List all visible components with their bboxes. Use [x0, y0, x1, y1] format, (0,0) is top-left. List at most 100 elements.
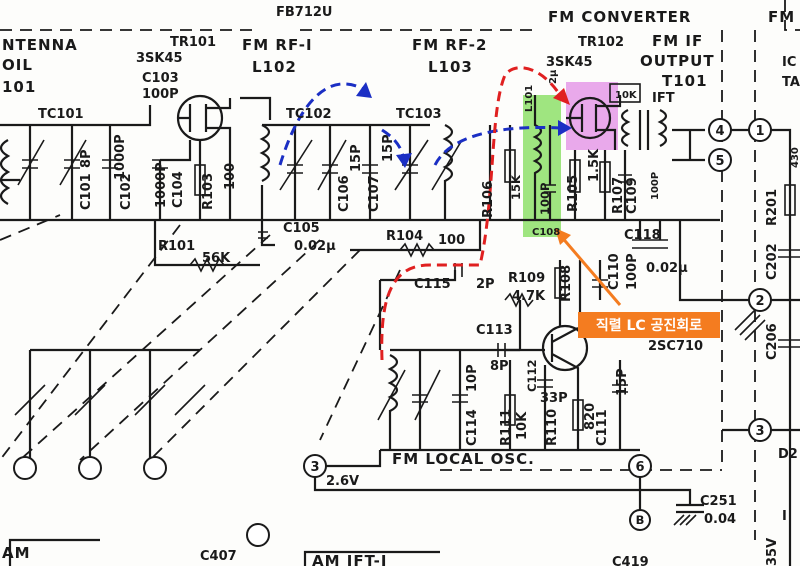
ift-primary — [620, 109, 631, 147]
c106-value: 15P — [349, 144, 364, 172]
antenna-label-1: NTENNA — [2, 36, 78, 54]
tc102-label: TC102 — [286, 107, 332, 122]
r106-label: R106 — [481, 181, 496, 218]
terminal-1-leads — [731, 128, 792, 200]
l103-label: L103 — [428, 58, 473, 76]
tc101-label: TC101 — [38, 107, 84, 122]
r105-label: R105 — [566, 175, 581, 212]
r111-label: R111 — [499, 409, 514, 446]
terminal-1-num: 1 — [755, 124, 764, 139]
c101-label: C101 — [79, 173, 94, 210]
terminal-b — [629, 509, 651, 531]
c107-value: 15P — [381, 134, 396, 162]
c202-label: C202 — [765, 243, 780, 280]
osc-caps — [412, 394, 468, 403]
fm-if-label-1: FM IF — [652, 32, 703, 50]
r101-value: 56K — [202, 251, 231, 266]
fm-rf1-label: FM RF-I — [242, 36, 313, 54]
r108-resistor — [554, 267, 566, 299]
c103-label: C103 — [142, 71, 179, 86]
tr102-label: TR102 — [578, 35, 624, 50]
c105-value: 0.02μ — [294, 239, 336, 254]
tr101-leads — [178, 98, 232, 220]
r107-label: R107 — [611, 177, 626, 214]
terminal-3-left-num: 3 — [310, 460, 319, 475]
c104-cap — [152, 159, 168, 169]
top-rail-left — [0, 105, 152, 127]
r106-resistor — [504, 149, 516, 183]
l101-value: 2μ — [548, 69, 559, 84]
bias-resistors — [189, 242, 435, 273]
blue-arrowhead-2 — [396, 153, 412, 168]
c251-value: 0.04 — [704, 512, 736, 527]
am-label: AM — [2, 544, 31, 562]
antenna-label-3: 101 — [2, 78, 36, 96]
gang-terminal-3 — [143, 456, 167, 480]
right-i-label: I — [782, 509, 787, 524]
gang-terminal-1 — [13, 456, 37, 480]
antenna-label-2: OIL — [2, 56, 33, 74]
ift-secondary — [657, 109, 668, 147]
trimmer-arrows-left — [17, 139, 87, 186]
c118-label: C118 — [624, 228, 661, 243]
r108-label: R108 — [559, 265, 574, 302]
rf1-input-caps — [22, 159, 118, 169]
tr101-gate-lead — [158, 140, 192, 220]
c251-ground — [673, 514, 697, 526]
annotation-box — [578, 312, 720, 338]
c109-cap — [618, 174, 632, 183]
osc-trimmer-arrows — [377, 369, 441, 421]
fm-rf2-label: FM RF-2 — [412, 36, 487, 54]
r111-resistor — [504, 394, 516, 426]
r109-resistor — [504, 292, 534, 308]
c115-label: C115 — [414, 277, 451, 292]
l102-coil — [259, 124, 271, 182]
r103-label: R103 — [201, 173, 216, 210]
r105-resistor — [569, 159, 581, 193]
rf1-input-verticals — [28, 125, 112, 220]
osc-tank — [388, 348, 520, 450]
ift-res-value: 10K — [615, 90, 638, 101]
right-35v-label: 35V — [765, 538, 780, 566]
lower-gang-arrows — [14, 384, 206, 416]
l102-top-lead — [240, 96, 272, 120]
r103-value: 100 — [223, 163, 238, 190]
c118-leads — [638, 220, 749, 302]
am-box — [8, 538, 100, 566]
c112-c111-caps — [537, 379, 628, 393]
c114-label: C114 — [465, 409, 480, 446]
fm-if-label-2: OUTPUT — [640, 52, 715, 70]
tc103-label: TC103 — [396, 107, 442, 122]
c104-label: C104 — [171, 171, 186, 208]
terminal-4-num: 4 — [715, 124, 724, 139]
c105-lead — [260, 220, 275, 247]
r111-value: 10K — [515, 411, 530, 440]
right-fm-label: FM — [768, 8, 795, 26]
c110-label: C110 — [607, 253, 622, 290]
terminal-2-num: 2 — [755, 294, 764, 309]
blue-arrow-3 — [433, 126, 561, 166]
ift-resistor — [609, 83, 641, 103]
terminal-5-num: 5 — [715, 154, 724, 169]
rf1-tank-caps — [287, 164, 378, 174]
r109-value: 4.7K — [512, 289, 546, 304]
r201-label: R201 — [765, 189, 780, 226]
c118-value: 0.02μ — [646, 261, 688, 276]
r103-resistor — [194, 164, 206, 196]
c111-value: 15P — [615, 368, 630, 396]
red-arrowhead — [553, 88, 570, 105]
osc-coil — [387, 354, 399, 412]
c114-value: 10P — [465, 364, 480, 392]
module-id: FB712U — [276, 5, 332, 20]
c107-label: C107 — [367, 175, 382, 212]
c251-cap — [640, 488, 704, 514]
c206-label: C206 — [765, 323, 780, 360]
annotation-text: 직렬 LC 공진회로 — [596, 317, 702, 334]
c109-label: C109 — [625, 177, 640, 214]
blue-arrowhead-1 — [356, 82, 372, 98]
tr102-type: 3SK45 — [546, 55, 593, 70]
l103-coil — [442, 124, 454, 182]
ift-out-leads — [672, 128, 705, 162]
section-title: FM CONVERTER — [548, 8, 691, 26]
c115-value: 2P — [476, 277, 495, 292]
